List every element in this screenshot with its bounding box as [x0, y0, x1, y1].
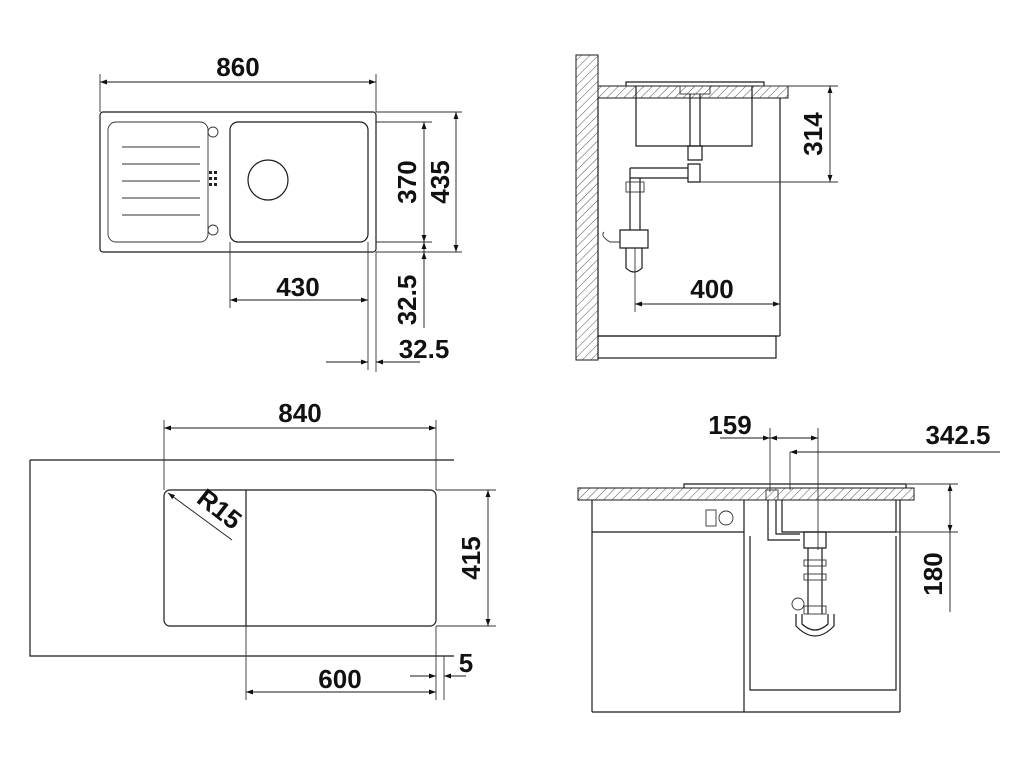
- plinth: [597, 335, 777, 359]
- dim-overall-depth: 435: [425, 160, 455, 203]
- front-bowl: [781, 500, 897, 533]
- cutout: [163, 489, 437, 627]
- appliance-knob-icon: [718, 510, 734, 526]
- front-view: 159 342.5 180: [577, 410, 1000, 713]
- bowl: [229, 121, 369, 243]
- drain-pipe: [629, 163, 701, 230]
- dim-bowl-cutout-width: 600: [318, 664, 361, 694]
- dim-bowl-width: 430: [276, 272, 319, 302]
- cabinet-left: [591, 500, 745, 713]
- top-view: 860 370 435 430 32.5 32.5: [99, 52, 462, 372]
- dim-bowl-depth-height: 180: [918, 552, 948, 595]
- overflow-hole-top: [207, 126, 219, 138]
- drainboard-grooves: [122, 146, 200, 216]
- side-view: 314 400: [575, 54, 838, 361]
- tailpiece: [687, 94, 703, 161]
- control-dots-icon: [209, 171, 217, 186]
- overflow-hole-bottom: [207, 224, 219, 236]
- appliance-panel-icon: [705, 509, 717, 527]
- dim-bowl-front-offset: 32.5: [392, 275, 422, 326]
- drainboard: [107, 121, 209, 243]
- front-trap: [803, 531, 827, 614]
- sink-outline: [99, 111, 377, 253]
- dim-overall-width: 860: [216, 52, 259, 82]
- wall: [575, 54, 599, 361]
- countertop-outline: [29, 459, 454, 657]
- dim-drain-offset: 159: [708, 410, 751, 440]
- dim-cabinet-depth: 400: [690, 274, 733, 304]
- cutout-view: R15 840 415 600 5: [29, 398, 496, 700]
- drain-hole: [247, 159, 289, 201]
- countertop: [597, 85, 789, 99]
- dim-cutout-depth: 415: [456, 536, 486, 579]
- dim-drain-height: 314: [798, 112, 828, 156]
- dim-bowl-center-offset: 342.5: [925, 420, 990, 450]
- siphon: [619, 229, 649, 273]
- cabinet-right: [744, 500, 901, 713]
- front-countertop: [577, 487, 915, 501]
- dim-bowl-side-offset: 32.5: [399, 334, 450, 364]
- dim-edge-margin: 5: [459, 648, 473, 678]
- dim-bowl-depth: 370: [392, 160, 422, 203]
- dim-cutout-width: 840: [278, 398, 321, 428]
